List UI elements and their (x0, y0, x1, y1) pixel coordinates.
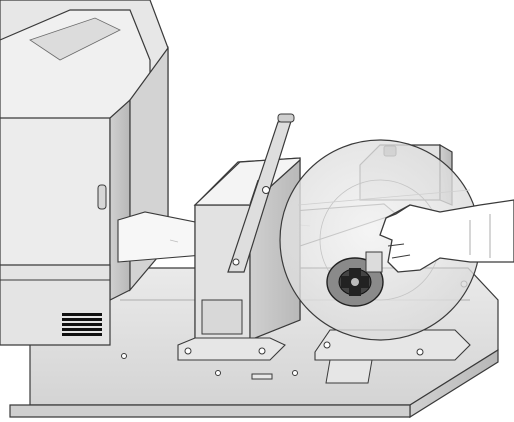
hand-icon (379, 199, 514, 273)
vent-grille (62, 313, 102, 336)
tension-arm-icon (227, 113, 295, 273)
rewinder-hub-icon (326, 251, 384, 307)
printer-icon (0, 0, 169, 346)
